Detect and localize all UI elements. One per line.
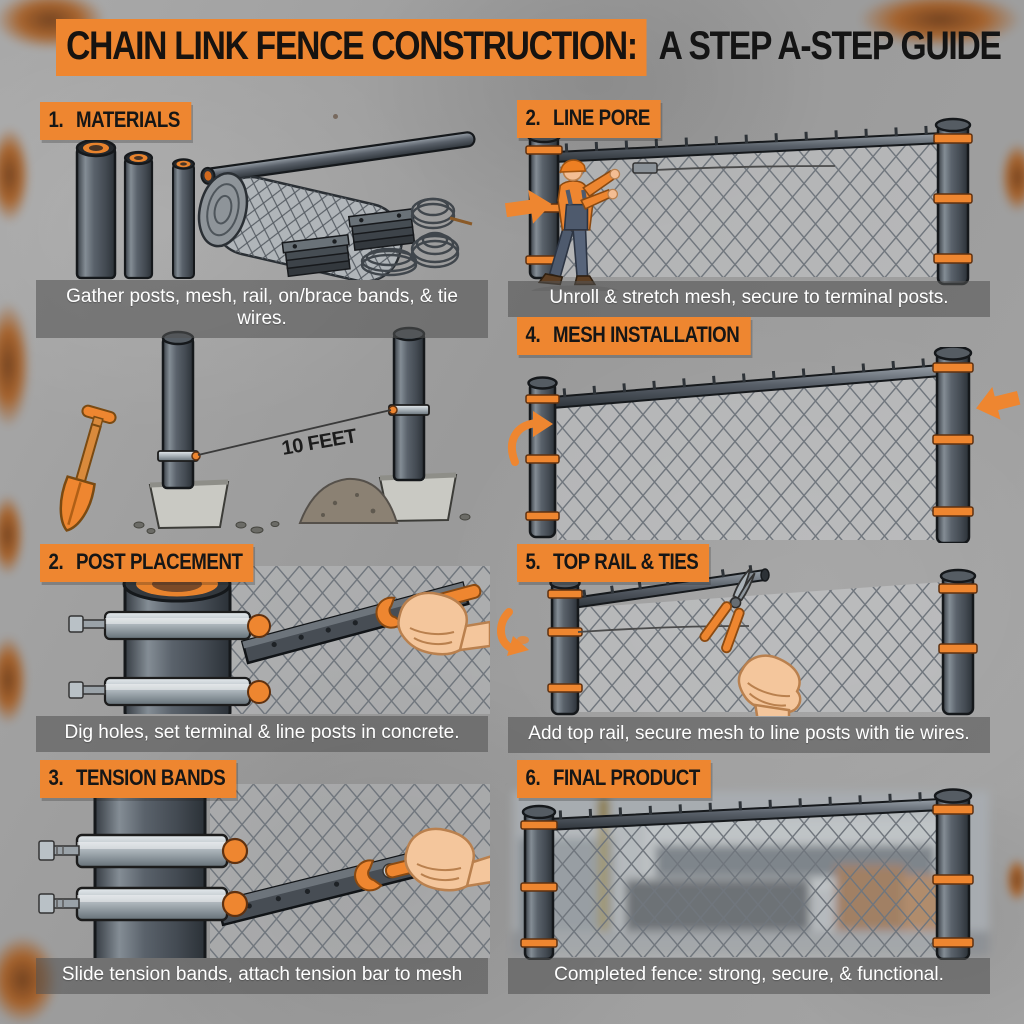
post-in-concrete [148,330,230,530]
step-title: LINE PORE [553,105,650,130]
step-title: POST PLACEMENT [76,549,243,574]
speck [333,114,338,119]
brace-band-illustration [68,566,490,714]
page-title: CHAIN LINK FENCE CONSTRUCTION:A STEP A-S… [56,19,1002,76]
hand [404,827,490,892]
tension-band [68,676,271,707]
tension-band [38,886,249,922]
caption-post-placement: Dig holes, set terminal & line posts in … [36,716,488,752]
rust-stain [0,620,34,740]
title-rest: A STEP A-STEP GUIDE [658,24,1002,68]
wire-coil [360,247,418,277]
step-label-materials: 1. MATERIALS [40,102,191,140]
step-number: 5. [525,549,541,574]
post [172,158,195,279]
block-arrow-right-icon [504,187,555,232]
spacing-label: 10 FEET [280,425,358,460]
terminal-post [932,347,974,543]
caption-top-rail-ties: Add top rail, secure mesh to line posts … [508,717,990,753]
title-highlight: CHAIN LINK FENCE CONSTRUCTION: [56,19,647,76]
caption-line-pore: Unroll & stretch mesh, secure to termina… [508,281,990,317]
chain-link-mesh [578,582,943,712]
caption-materials: Gather posts, mesh, rail, on/brace bands… [36,280,488,338]
rust-stain [1002,850,1024,910]
step-number: 2. [525,105,541,130]
step-title: TOP RAIL & TIES [553,549,699,574]
terminal-post [932,788,974,960]
brace-band-stack [281,233,351,278]
stretch-wire [654,165,836,171]
step-number: 6. [525,765,541,790]
brace-band-stack [347,208,416,252]
caption-final-product: Completed fence: strong, secure, & funct… [508,958,990,994]
step-label-mesh-installation: 4. MESH INSTALLATION [517,317,751,355]
come-along-tool [632,162,658,174]
step-label-post-placement: 2. POST PLACEMENT [40,544,254,582]
dirt-pile [298,477,399,524]
step-title: TENSION BANDS [76,765,226,790]
step-label-top-rail-ties: 5. TOP RAIL & TIES [517,544,710,582]
top-rail-ties-illustration [497,564,978,716]
step-title: FINAL PRODUCT [553,765,700,790]
line-post [525,376,560,539]
rust-stain [995,130,1024,225]
step-label-tension-bands: 3. TENSION BANDS [40,760,237,798]
gravel [133,513,471,534]
rust-stain [0,480,30,590]
step-number: 2. [48,549,64,574]
post-spacing-illustration: 10 FEET [59,326,471,534]
wire-coil [410,231,460,269]
tension-band [68,610,271,641]
final-product-illustration [513,788,989,960]
curved-hook-arrow-icon [507,411,553,466]
rust-stain [0,110,37,240]
wire-coil [410,197,473,230]
shovel-icon [59,404,117,532]
rust-stain [0,280,38,450]
terminal-post [520,804,558,960]
step-title: MESH INSTALLATION [553,322,740,347]
hand [397,591,490,656]
tension-band [38,833,249,869]
terminal-post [93,784,207,958]
step-number: 1. [48,107,64,132]
mesh-roll [197,172,404,280]
terminal-post [933,117,973,286]
string-line [197,409,392,456]
materials-illustration [75,131,476,280]
block-arrow-left-icon [972,381,1024,429]
step-title: MATERIALS [76,107,180,132]
step-number: 4. [525,322,541,347]
post [123,150,154,280]
step-number: 3. [48,765,64,790]
chain-link-mesh [560,141,938,277]
chain-link-mesh [552,805,937,957]
tension-bands-illustration [38,784,490,958]
hand [737,654,802,716]
pliers-icon [699,565,756,654]
terminal-post [938,568,978,716]
post [75,138,117,280]
step-label-line-pore: 2. LINE PORE [517,100,662,138]
rail-pipe [200,131,476,185]
line-post [547,576,583,716]
caption-tension-bands: Slide tension bands, attach tension bar … [36,958,488,994]
step-label-final-product: 6. FINAL PRODUCT [517,760,711,798]
line-pore-illustration [525,117,973,291]
chain-link-mesh [557,373,937,540]
curved-hook-arrow-icon [497,608,529,656]
post-in-concrete [378,326,458,523]
mesh-installation-illustration [507,347,974,543]
